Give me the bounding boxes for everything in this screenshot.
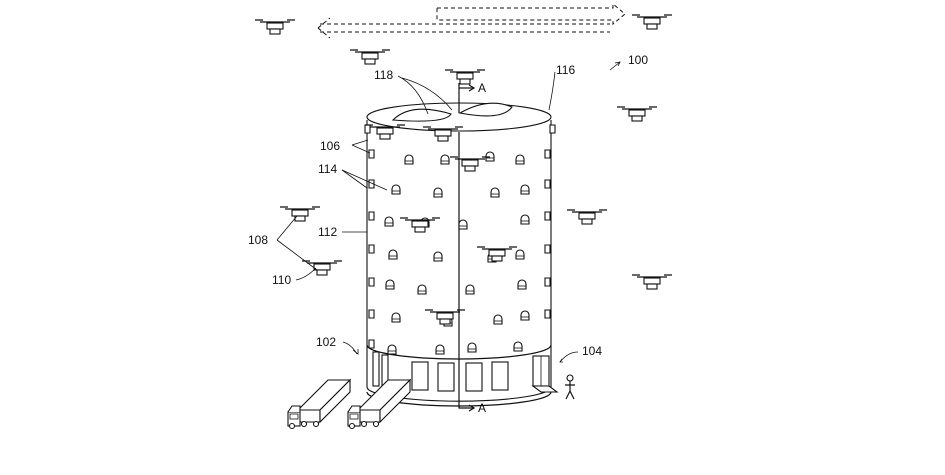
label-104: 104 bbox=[582, 344, 602, 358]
label-section-top: A bbox=[478, 81, 486, 95]
label-108: 108 bbox=[248, 233, 268, 247]
tower bbox=[364, 102, 559, 407]
label-114: 114 bbox=[318, 162, 337, 176]
label-110: 110 bbox=[272, 273, 291, 287]
truck-icon bbox=[287, 379, 411, 430]
label-118: 118 bbox=[374, 68, 393, 82]
flight-path-arrows bbox=[317, 2, 626, 39]
label-102: 102 bbox=[316, 335, 336, 349]
label-112: 112 bbox=[318, 225, 337, 239]
reference-labels: 100 116 118 A 106 114 112 108 110 102 10… bbox=[248, 53, 648, 415]
label-section-bottom: A bbox=[478, 401, 486, 415]
section-line bbox=[458, 83, 476, 412]
hatch-icon bbox=[391, 102, 513, 122]
label-116: 116 bbox=[556, 63, 575, 77]
label-100: 100 bbox=[628, 53, 648, 67]
leader-lines bbox=[276, 61, 621, 363]
label-106: 106 bbox=[320, 139, 340, 153]
door-icon bbox=[531, 355, 559, 393]
person-icon bbox=[565, 374, 575, 400]
